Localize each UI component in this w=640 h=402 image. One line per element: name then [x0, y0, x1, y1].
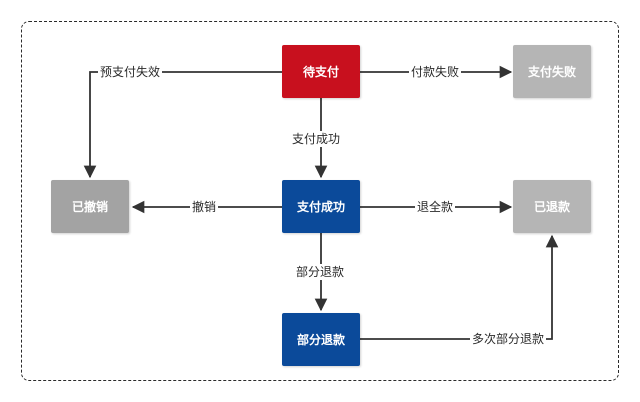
node-pending-payment: 待支付: [282, 45, 360, 98]
node-cancelled: 已撤销: [51, 180, 129, 233]
label-full-refund: 退全款: [415, 199, 456, 215]
label-pay-failed: 付款失败: [409, 64, 462, 80]
edge-prepay-failed: [83, 71, 282, 179]
label-prepay-failed: 预支付失效: [98, 64, 163, 80]
node-payment-success: 支付成功: [282, 180, 360, 233]
label-partial-refund: 部分退款: [294, 264, 347, 280]
node-partial-refund: 部分退款: [282, 313, 360, 366]
label-multi-partial-refund: 多次部分退款: [470, 331, 547, 347]
label-pay-success: 支付成功: [290, 131, 343, 147]
label-cancel: 撤销: [190, 199, 219, 215]
node-refunded: 已退款: [513, 180, 591, 233]
diagram-border: [21, 21, 619, 381]
node-payment-failed: 支付失败: [513, 45, 591, 98]
edge-multi-partial-refund: [360, 234, 559, 340]
